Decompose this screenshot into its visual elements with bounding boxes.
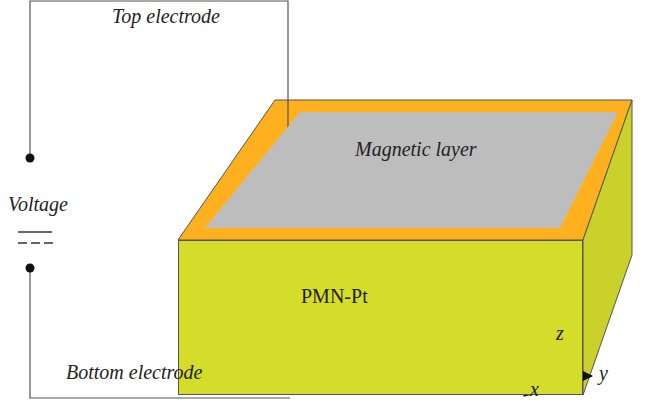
battery-plate (31, 242, 40, 244)
voltage-label: Voltage (8, 193, 68, 216)
top-wire (30, 1, 288, 203)
top-electrode-face (178, 100, 632, 240)
axis-label: z (556, 322, 564, 345)
axis-label: x (530, 378, 539, 401)
node-text: Magnetic layer (355, 138, 477, 161)
electrode-label: Top electrode (112, 5, 220, 28)
battery-plate (44, 242, 53, 244)
terminal-dot (26, 154, 35, 163)
battery-plate (18, 231, 52, 233)
terminal-dot (26, 264, 35, 273)
layer-shape (205, 112, 618, 228)
axis-label: y (599, 362, 608, 385)
magnetic-layer: Magnetic layer (205, 112, 618, 228)
electrode-label: Bottom electrode (66, 361, 202, 384)
node-text: PMN-Pt (301, 285, 368, 308)
layer-outline (205, 112, 618, 228)
battery-plate (18, 242, 27, 244)
piezo-substrate: PMN-Pt (178, 240, 583, 395)
